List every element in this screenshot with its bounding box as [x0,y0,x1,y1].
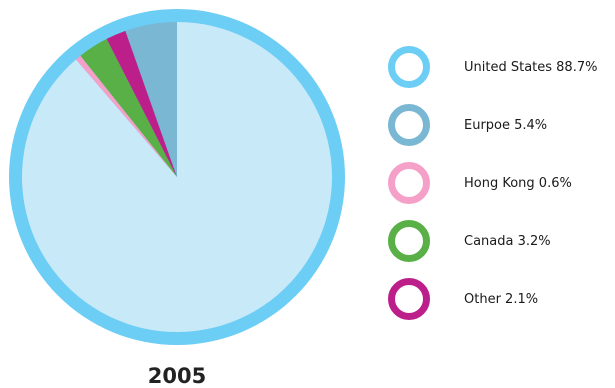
legend-label: Other 2.1% [464,291,539,307]
legend-ring-icon [388,162,430,204]
legend-label: United States 88.7% [464,59,598,75]
legend-item: Hong Kong 0.6% [388,154,613,212]
legend-label: Canada 3.2% [464,233,551,249]
legend-label: Eurpoe 5.4% [464,117,548,133]
legend-item: Other 2.1% [388,270,613,328]
legend-ring-icon [388,220,430,262]
pie-chart [9,9,345,345]
legend-item: Eurpoe 5.4% [388,96,613,154]
chart-title: 2005 [147,364,207,388]
legend-ring-icon [388,46,430,88]
legend-ring-icon [388,278,430,320]
legend-item: United States 88.7% [388,38,613,96]
legend-item: Canada 3.2% [388,212,613,270]
legend-label: Hong Kong 0.6% [464,175,572,191]
pie-slice-eurpoe [125,22,177,177]
legend: United States 88.7% Eurpoe 5.4% Hong Kong … [388,38,613,328]
pie-slice-hong-kong [75,55,177,177]
pie-slice-canada [80,38,177,178]
pie-slice-other [106,30,177,177]
legend-ring-icon [388,104,430,146]
